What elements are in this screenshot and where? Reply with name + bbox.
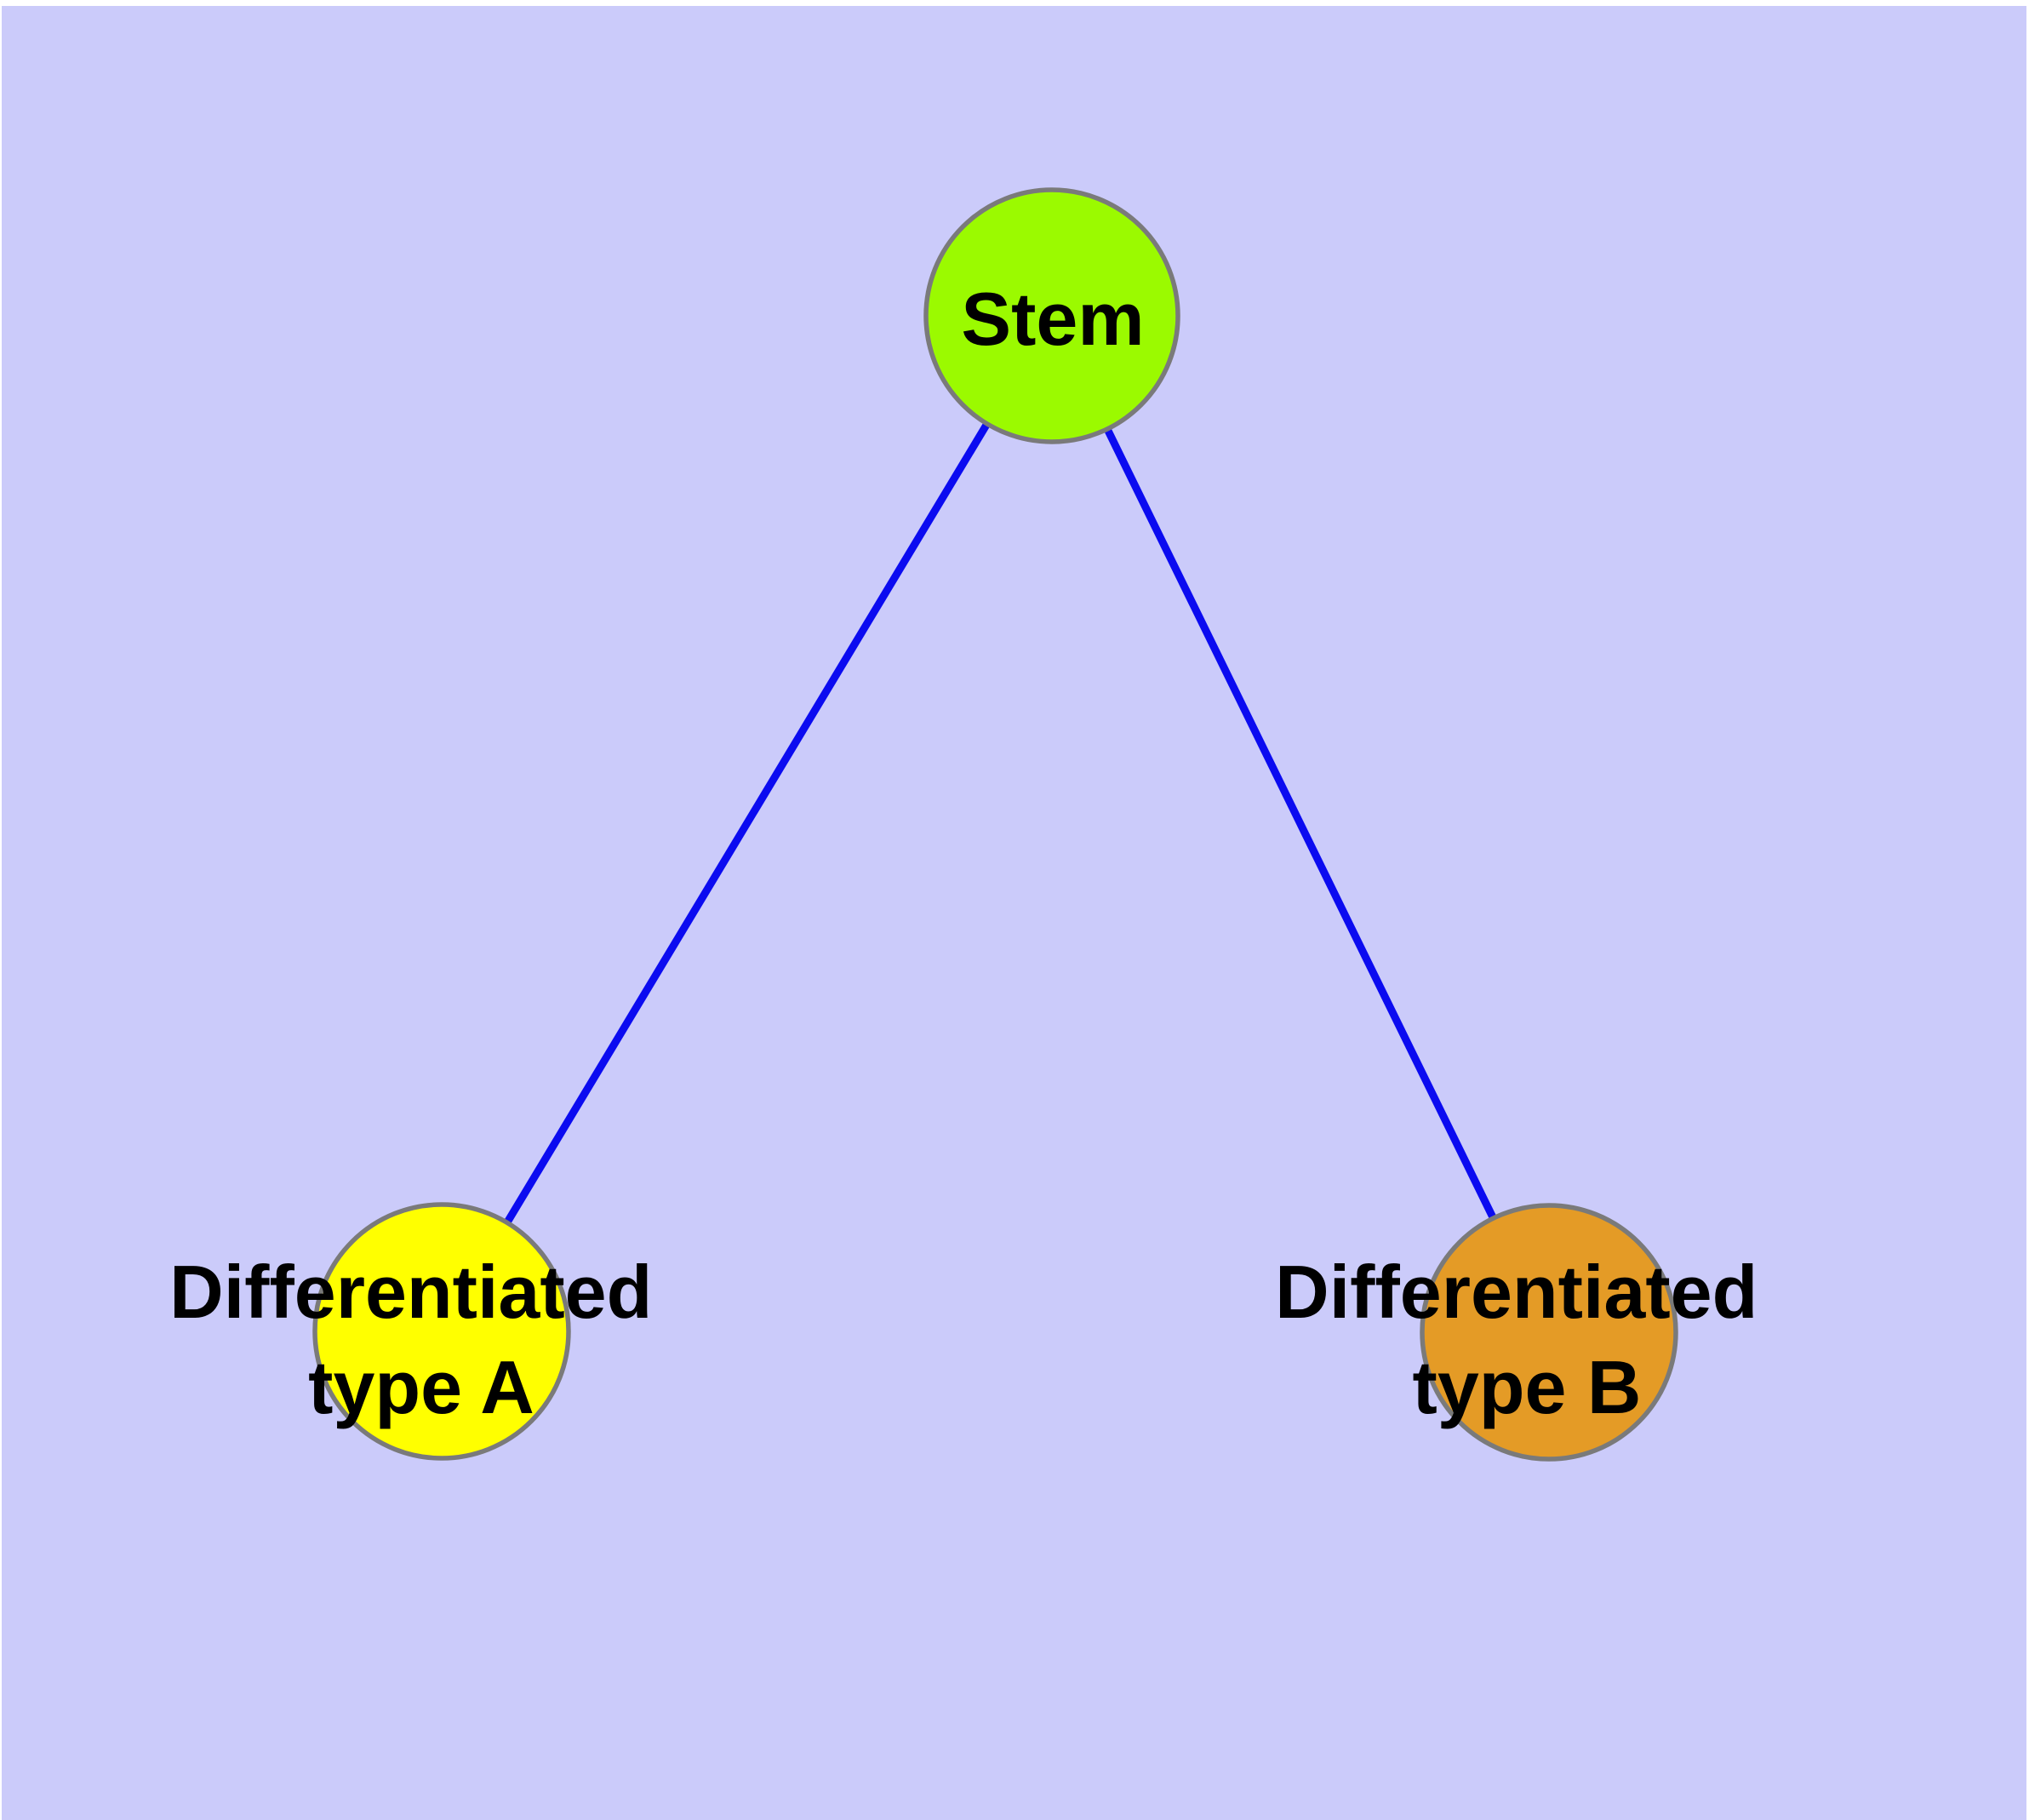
stem-node-label: Stem <box>961 277 1144 361</box>
type-a-label-line1: Differentiated <box>169 1250 652 1334</box>
type-b-label-line2: type B <box>1413 1345 1642 1429</box>
differentiated-type-a-node <box>312 1202 571 1461</box>
stem-node <box>923 187 1180 444</box>
differentiated-type-b-label: Differentiated type B <box>1275 1250 1779 1429</box>
differentiated-type-b-node <box>1420 1203 1678 1462</box>
edge-stem-to-type-a <box>438 313 1055 1334</box>
differentiated-type-a-label: Differentiated type A <box>169 1250 673 1429</box>
type-b-label-line1: Differentiated <box>1275 1250 1758 1334</box>
edge-stem-to-type-b <box>1048 314 1553 1334</box>
type-a-label-line2: type A <box>308 1345 534 1429</box>
